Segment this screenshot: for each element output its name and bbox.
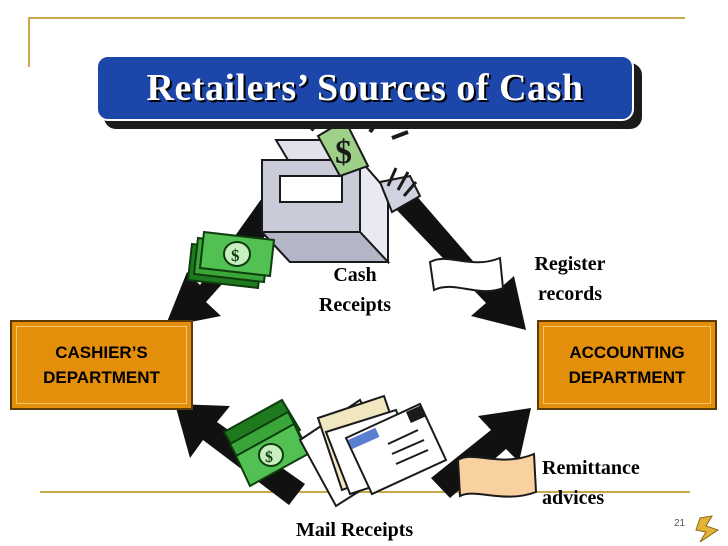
cash-register-icon: $ [259, 116, 422, 265]
register-records-label: Register records [534, 253, 606, 305]
frame-bottom-line [40, 491, 690, 493]
register-record-document-icon [428, 256, 505, 293]
arrow-mail-to-accounting [431, 408, 531, 498]
title-banner: Retailers’ Sources of Cash [96, 55, 634, 121]
money-stack-icon: $ [186, 230, 276, 290]
svg-text:$: $ [231, 246, 240, 265]
accounting-department-line1: ACCOUNTING [569, 343, 685, 362]
cashiers-department-line1: CASHIER’S [55, 343, 148, 362]
slide-title: Retailers’ Sources of Cash [146, 67, 584, 109]
arrow-register-to-accounting [392, 186, 526, 330]
cashiers-department-box: CASHIER’S DEPARTMENT [10, 320, 193, 410]
remittance-advices-label: Remittance advices [542, 457, 640, 509]
mail-receipts-label: Mail Receipts [296, 519, 414, 541]
mail-envelopes-icon [298, 394, 448, 508]
cash-receipts-label: Cash Receipts [318, 264, 392, 316]
remittance-document-icon [456, 452, 538, 498]
money-stack-icon: $ [222, 398, 310, 488]
cashiers-department-line2: DEPARTMENT [43, 368, 160, 387]
frame-top-line [28, 17, 685, 19]
frame-left-line [28, 17, 30, 67]
accounting-department-box: ACCOUNTING DEPARTMENT [537, 320, 717, 410]
accounting-department-line2: DEPARTMENT [568, 368, 686, 387]
svg-text:$: $ [335, 134, 352, 171]
svg-text:$: $ [265, 449, 273, 466]
page-number: 21 [674, 518, 686, 529]
lightning-logo-icon [695, 515, 720, 543]
